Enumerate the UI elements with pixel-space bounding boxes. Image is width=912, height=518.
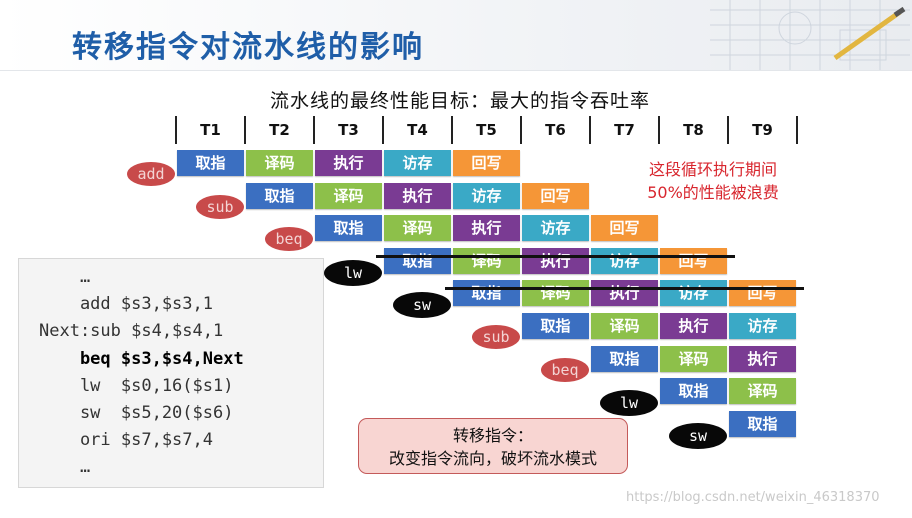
period-separator xyxy=(382,116,384,144)
stage-decode: 译码 xyxy=(660,345,727,372)
branch-callout-line-1: 转移指令： xyxy=(452,426,533,445)
time-period-t5: T5 xyxy=(476,121,497,139)
stage-writeback: 回写 xyxy=(453,150,520,176)
instruction-tag-beq: beq xyxy=(265,227,313,252)
subtitle: 流水线的最终性能目标：最大的指令吞吐率 xyxy=(270,90,651,112)
stage-memory: 访存 xyxy=(384,150,451,176)
stage-decode: 译码 xyxy=(384,215,451,242)
watermark: https://blog.csdn.net/weixin_46318370 xyxy=(626,490,880,505)
time-period-t7: T7 xyxy=(614,121,635,139)
code-line: lw $s0,16($s1) xyxy=(39,375,234,396)
period-separator xyxy=(589,116,591,144)
stage-fetch: 取指 xyxy=(246,182,313,209)
code-line: Next:sub $s4,$s4,1 xyxy=(39,321,224,342)
period-separator xyxy=(451,116,453,144)
period-separator xyxy=(175,116,177,144)
time-period-t4: T4 xyxy=(407,121,428,139)
stage-fetch: 取指 xyxy=(315,215,382,242)
code-line: … xyxy=(39,457,91,478)
waste-note: 这段循环执行期间 50%的性能被浪费 xyxy=(628,158,798,204)
instruction-tag-sw: sw xyxy=(669,422,727,449)
stage-execute: 执行 xyxy=(453,215,520,242)
stage-memory: 访存 xyxy=(522,215,589,242)
stage-memory: 访存 xyxy=(660,280,727,307)
instruction-tag-sw: sw xyxy=(393,292,451,319)
code-line: sw $s5,20($s6) xyxy=(39,403,234,423)
stage-execute: 执行 xyxy=(591,280,658,307)
time-period-t8: T8 xyxy=(683,121,704,139)
stage-decode: 译码 xyxy=(315,182,382,209)
period-separator xyxy=(727,116,729,144)
cancelled-strike-line xyxy=(445,287,804,291)
stage-fetch: 取指 xyxy=(177,150,244,176)
title-band: 转移指令对流水线的影响 xyxy=(0,0,912,71)
branch-callout-line-2: 改变指令流向，破坏流水模式 xyxy=(388,449,597,468)
instruction-tag-sub: sub xyxy=(472,325,520,349)
period-separator xyxy=(796,116,798,144)
period-separator xyxy=(244,116,246,144)
stage-memory: 访存 xyxy=(453,182,520,209)
instruction-tag-lw: lw xyxy=(600,390,658,417)
code-line: ori $s7,$s7,4 xyxy=(39,430,213,451)
stage-fetch: 取指 xyxy=(591,345,658,372)
instruction-tag-add: add xyxy=(127,162,175,186)
period-separator xyxy=(313,116,315,144)
stage-decode: 译码 xyxy=(591,313,658,339)
stage-writeback: 回写 xyxy=(522,182,589,209)
code-line: … xyxy=(39,267,91,287)
time-period-t6: T6 xyxy=(545,121,566,139)
page-title: 转移指令对流水线的影响 xyxy=(72,30,424,65)
waste-note-line-2: 50%的性能被浪费 xyxy=(647,183,779,202)
stage-decode: 译码 xyxy=(522,280,589,307)
code-line: add $s3,$s3,1 xyxy=(39,294,213,315)
stage-memory: 访存 xyxy=(729,313,796,339)
time-period-t3: T3 xyxy=(338,121,359,139)
stage-decode: 译码 xyxy=(246,150,313,176)
code-line: beq $s3,$s4,Next xyxy=(39,348,244,369)
cancelled-strike-line xyxy=(376,254,735,258)
branch-callout: 转移指令： 改变指令流向，破坏流水模式 xyxy=(358,418,628,474)
waste-note-line-1: 这段循环执行期间 xyxy=(648,160,777,179)
instruction-tag-sub: sub xyxy=(196,194,244,219)
time-period-t2: T2 xyxy=(269,121,290,139)
drafting-decoration-icon xyxy=(710,0,910,70)
stage-execute: 执行 xyxy=(729,345,796,372)
stage-fetch: 取指 xyxy=(453,280,520,307)
stage-execute: 执行 xyxy=(315,150,382,176)
stage-execute: 执行 xyxy=(522,247,589,274)
stage-execute: 执行 xyxy=(660,313,727,339)
stage-memory: 访存 xyxy=(591,247,658,274)
stage-writeback: 回写 xyxy=(729,280,796,307)
stage-decode: 译码 xyxy=(729,378,796,405)
instruction-tag-beq: beq xyxy=(541,357,589,382)
period-separator xyxy=(520,116,522,144)
instruction-tag-lw: lw xyxy=(324,259,382,286)
stage-writeback: 回写 xyxy=(660,247,727,274)
time-period-t9: T9 xyxy=(752,121,773,139)
stage-fetch: 取指 xyxy=(384,247,451,274)
stage-fetch: 取指 xyxy=(660,378,727,405)
stage-execute: 执行 xyxy=(384,182,451,209)
stage-fetch: 取指 xyxy=(522,313,589,339)
stage-decode: 译码 xyxy=(453,247,520,274)
stage-fetch: 取指 xyxy=(729,410,796,437)
stage-writeback: 回写 xyxy=(591,215,658,242)
period-separator xyxy=(658,116,660,144)
time-period-t1: T1 xyxy=(200,121,221,139)
